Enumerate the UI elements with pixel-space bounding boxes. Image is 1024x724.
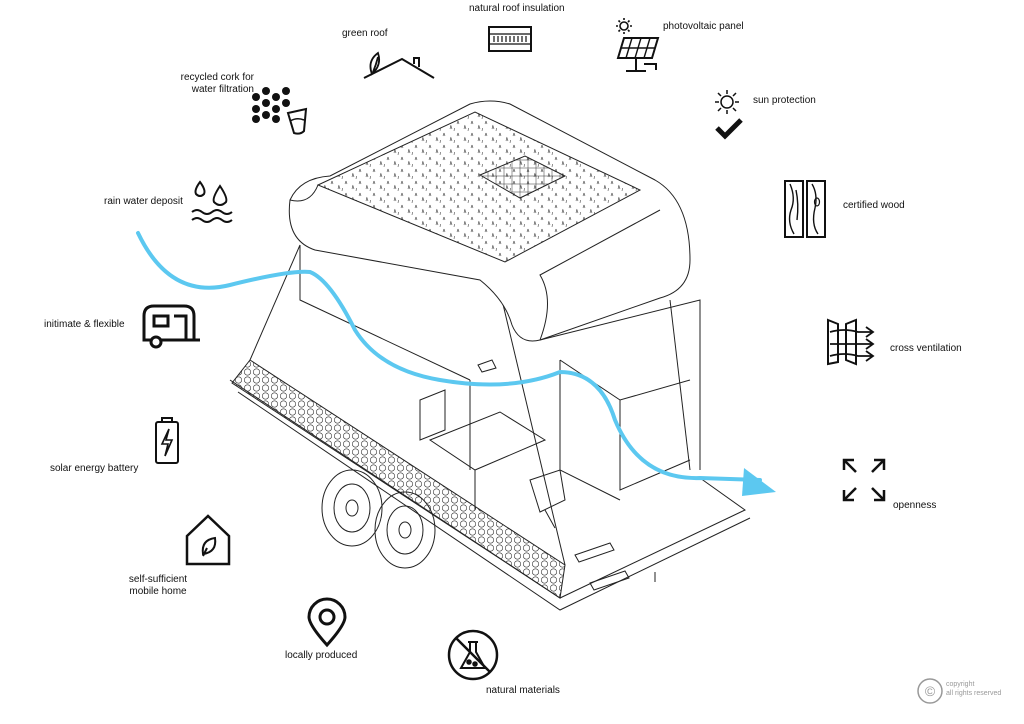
sun-protection-icon [713, 88, 745, 140]
airflow-path [136, 231, 762, 482]
green-roof-icon [362, 45, 436, 81]
location-pin-icon [307, 597, 347, 648]
copyright-icon: © [916, 677, 944, 705]
copyright-line1: copyright [946, 681, 975, 688]
home-leaf-icon [183, 514, 233, 566]
svg-text:©: © [925, 683, 936, 699]
insulation-icon [488, 26, 532, 52]
label-self-sufficient: self-sufficient mobile home [128, 574, 188, 597]
no-chemicals-icon [446, 628, 500, 682]
openness-icon [842, 458, 886, 502]
rain-water-icon [190, 180, 234, 228]
cork-filter-icon [250, 87, 310, 135]
caravan-icon [140, 302, 202, 350]
ventilation-icon [826, 318, 878, 366]
copyright-text: copyright all rights reserved [946, 680, 1001, 698]
solar-panel-icon [616, 18, 662, 74]
label-natural-materials: natural materials [486, 685, 560, 696]
label-battery: solar energy battery [50, 463, 139, 474]
label-certified-wood: certified wood [843, 200, 905, 211]
wood-icon [784, 180, 826, 238]
label-cross-ventilation: cross ventilation [890, 343, 962, 354]
label-cork: recycled cork for water filtration [180, 72, 254, 95]
label-green-roof: green roof [342, 28, 388, 39]
label-rain-water: rain water deposit [104, 196, 183, 207]
label-intimate: initimate & flexible [44, 319, 125, 330]
airflow-arrowhead [742, 468, 776, 496]
copyright-line2: all rights reserved [946, 690, 1002, 697]
label-sun-protection: sun protection [753, 95, 816, 106]
battery-icon [154, 417, 180, 465]
label-openness: openness [893, 500, 937, 511]
label-roof-insulation: natural roof insulation [469, 3, 565, 14]
label-locally-produced: locally produced [285, 650, 358, 661]
label-pv-panel: photovoltaic panel [663, 21, 744, 32]
